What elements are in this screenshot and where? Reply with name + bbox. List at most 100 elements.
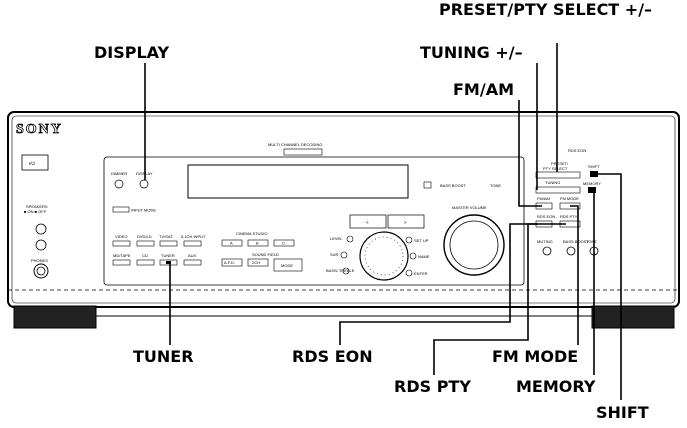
- rds-pty-label: RDS PTY: [560, 214, 578, 219]
- memory-button[interactable]: [588, 187, 596, 193]
- receiver-body: [7, 111, 680, 329]
- sf-afd-label: A.F.D.: [224, 260, 235, 265]
- display-button[interactable]: [139, 179, 149, 189]
- input-tvsat-button[interactable]: [159, 240, 178, 247]
- callout-tuner: TUNER: [133, 347, 194, 366]
- preset-label: PRESET/: [551, 161, 569, 166]
- level-button[interactable]: [346, 235, 354, 243]
- multi-channel-label: MULTI CHANNEL DECODING: [268, 142, 322, 147]
- callout-memory: MEMORY: [516, 377, 596, 396]
- input-mode-button[interactable]: [112, 206, 130, 213]
- enter-label: ENTER: [414, 271, 428, 276]
- input-dvd-label: DVD/LD: [137, 234, 152, 239]
- rds-logo: RDS EON: [568, 148, 586, 153]
- name-button[interactable]: [409, 252, 417, 260]
- preset-pty-button[interactable]: [535, 171, 581, 179]
- set-up-label: SET UP: [414, 238, 429, 243]
- fm-mode-button[interactable]: [559, 202, 581, 210]
- input-51ch-button[interactable]: [183, 240, 202, 247]
- tone-button-label: TONE: [586, 239, 597, 244]
- cinema-b-label: B: [256, 241, 259, 246]
- sf-2ch-label: 2CH: [252, 260, 260, 265]
- cinema-c-button[interactable]: [273, 239, 295, 247]
- cinema-a-label: A: [230, 241, 233, 246]
- callout-fm-am: FM/AM: [453, 80, 514, 99]
- input-mdtape-button[interactable]: [112, 259, 131, 266]
- speakers-sub-label: ■ ON ■ OFF: [24, 209, 47, 214]
- rds-eon-label: RDS EON: [537, 214, 555, 219]
- display-window: [187, 164, 409, 199]
- input-tuner-indicator: [166, 261, 171, 264]
- cinema-a-button[interactable]: [221, 239, 243, 247]
- muting-button[interactable]: [542, 246, 552, 256]
- bass-treble-label: BASS/ TREBLE: [326, 268, 355, 273]
- input-tvsat-label: TV/SAT: [159, 234, 173, 239]
- sf-2ch-button[interactable]: [247, 258, 269, 267]
- tuning-button[interactable]: [535, 186, 581, 194]
- speakers-label: SPEAKERS: [26, 204, 48, 209]
- sf-mode-label: MODE: [281, 263, 293, 268]
- leader-fm-mode: [570, 205, 579, 345]
- input-aux-label: AUX: [188, 253, 197, 258]
- dimmer-button[interactable]: [114, 179, 124, 189]
- brand-logo: SONY: [16, 122, 63, 137]
- callout-shift: SHIFT: [596, 403, 649, 422]
- dimmer-label: DIMMER: [111, 171, 127, 176]
- input-mdtape-label: MD/TAPE: [113, 253, 131, 258]
- jog-dial-ring: [364, 236, 404, 276]
- sf-mode-button[interactable]: [273, 258, 303, 272]
- leader-fm-am: [518, 100, 542, 207]
- input-cd-button[interactable]: [136, 259, 155, 266]
- input-dvd-button[interactable]: [136, 240, 155, 247]
- sound-field-label: SOUND FIELD: [252, 252, 279, 257]
- cinema-b-button[interactable]: [247, 239, 269, 247]
- sf-afd-button[interactable]: [221, 258, 243, 267]
- sur-button[interactable]: [340, 251, 348, 259]
- callout-fm-mode: FM MODE: [492, 347, 578, 366]
- memory-label: MEMORY: [583, 181, 601, 186]
- enter-button[interactable]: [405, 269, 413, 277]
- shift-label: SHIFT: [588, 164, 600, 169]
- left-foot: [13, 305, 97, 329]
- sur-label: SUR: [330, 252, 339, 257]
- power-symbol: I/⏻: [29, 161, 36, 166]
- master-volume-knob[interactable]: [443, 214, 505, 276]
- input-cd-label: CD: [142, 253, 148, 258]
- right-arrow-icon: >: [404, 220, 407, 225]
- callout-tuning: TUNING +/–: [420, 43, 523, 62]
- right-foot: [591, 305, 675, 329]
- jog-dial[interactable]: [359, 231, 409, 281]
- input-video-button[interactable]: [112, 240, 131, 247]
- cinema-c-label: C: [282, 241, 285, 246]
- phones-jack[interactable]: [33, 263, 49, 279]
- input-selector: VIDEO DVD/LD TV/SAT 5.1CH INPUT MD/TAPE …: [112, 234, 206, 266]
- input-mode-label: INPUT MODE: [131, 208, 156, 213]
- set-up-button[interactable]: [405, 236, 413, 244]
- input-aux-button[interactable]: [183, 259, 202, 266]
- fm-am-label: FM/AM: [537, 196, 550, 201]
- bass-boost-label: BASS BOOST: [440, 183, 466, 188]
- left-arrow-icon: <: [366, 220, 369, 225]
- input-51ch-label: 5.1CH INPUT: [181, 234, 206, 239]
- master-volume-label: MASTER VOLUME: [452, 205, 487, 210]
- speakers-button-b[interactable]: [35, 239, 47, 251]
- input-tuner-label: TUNER: [161, 253, 175, 258]
- multi-channel-indicator: [283, 148, 323, 156]
- input-video-label: VIDEO: [115, 234, 127, 239]
- right-arrow-button[interactable]: [387, 214, 425, 229]
- bass-boost-button[interactable]: [566, 246, 576, 256]
- left-arrow-button[interactable]: [349, 214, 387, 229]
- leader-lines: [144, 43, 622, 400]
- callout-preset-pty-select: PRESET/PTY SELECT +/–: [439, 0, 652, 19]
- chassis-inner: [11, 115, 676, 304]
- phones-label: PHONES: [31, 258, 48, 263]
- callout-rds-eon: RDS EON: [292, 347, 373, 366]
- leader-rds-pty: [433, 223, 566, 375]
- power-button[interactable]: [21, 154, 49, 171]
- bass-boost-button-label: BASS BOOST: [563, 239, 589, 244]
- callout-rds-pty: RDS PTY: [394, 377, 471, 396]
- speakers-button-a[interactable]: [35, 223, 47, 235]
- bass-treble-button[interactable]: [342, 267, 350, 275]
- bass-boost-indicator-icon: [423, 181, 432, 189]
